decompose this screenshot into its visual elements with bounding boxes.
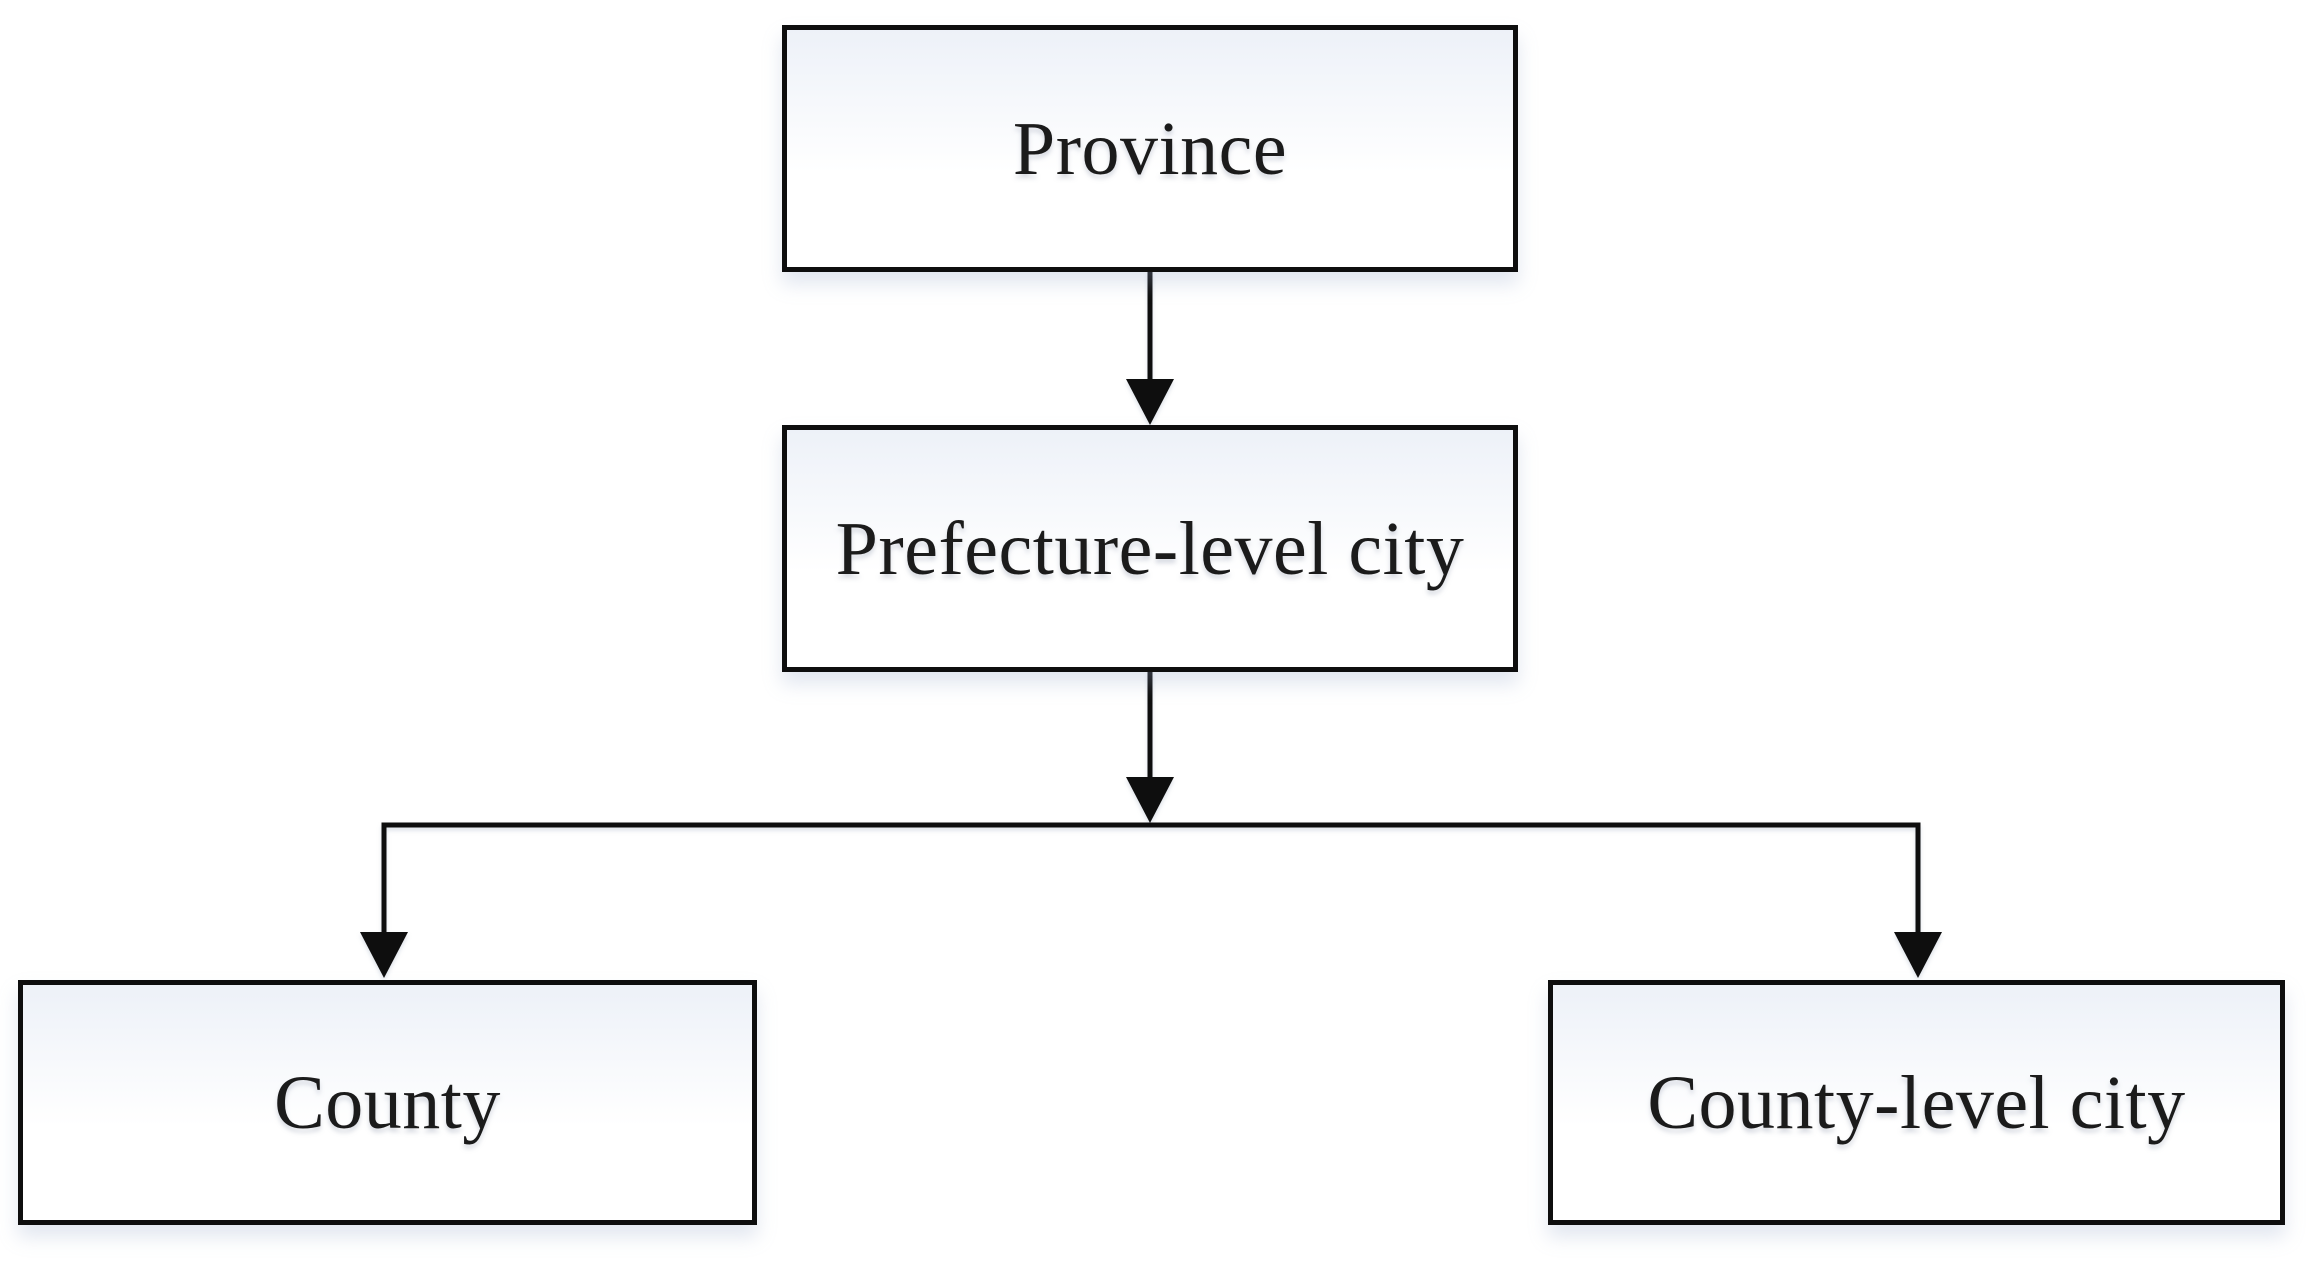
node-county: County	[18, 980, 757, 1225]
node-prefecture-level-city: Prefecture-level city	[782, 425, 1518, 672]
node-county-level-city-label: County-level city	[1647, 1060, 2186, 1145]
node-county-label: County	[274, 1060, 501, 1145]
edge-branch-to-county-level-city-arrowhead-icon	[1894, 932, 1942, 978]
node-province: Province	[782, 25, 1518, 272]
branch-rail-line	[381, 822, 1921, 936]
edge-prefecture-to-branch-arrowhead-icon	[1126, 777, 1174, 823]
edge-branch-to-county-arrowhead-icon	[360, 932, 408, 978]
node-province-label: Province	[1012, 106, 1288, 191]
node-county-level-city: County-level city	[1548, 980, 2285, 1225]
edge-province-to-prefecture-arrowhead-icon	[1126, 379, 1174, 425]
node-prefecture-level-city-label: Prefecture-level city	[835, 506, 1465, 591]
